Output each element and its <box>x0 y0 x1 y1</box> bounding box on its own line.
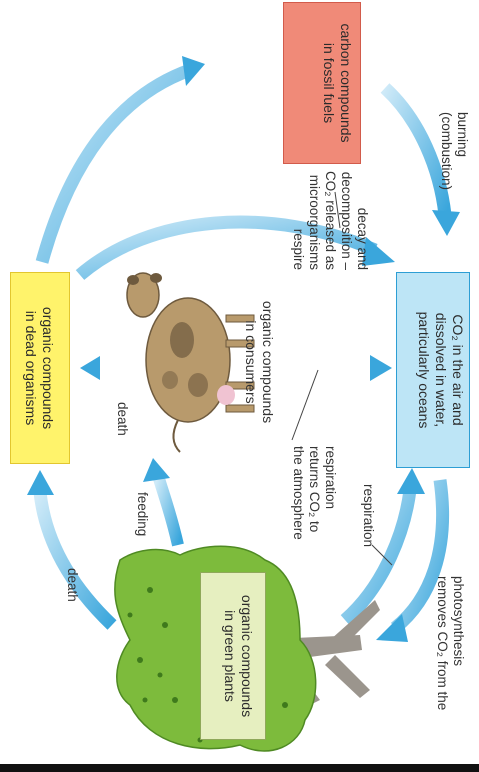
arrow-co2-to-plants <box>376 479 449 642</box>
decay-label: decay and decomposition – CO₂ released a… <box>291 170 370 270</box>
arrow-plants-to-co2 <box>340 468 425 625</box>
fossil-fuels-box <box>283 2 361 164</box>
feeding-label: feeding <box>135 492 150 537</box>
consumers-text: organic compounds in consumers <box>243 300 276 424</box>
arrow-consumers-to-dead <box>80 356 125 380</box>
death-plants-label: death <box>65 568 80 602</box>
bottom-border <box>0 764 479 772</box>
respiration-consumers-label: respiration returns CO₂ to the atmospher… <box>291 446 338 540</box>
co2-box <box>396 272 470 468</box>
dead-organisms-box <box>10 272 70 464</box>
arrow-plants-to-consumers <box>143 458 184 547</box>
respiration-plants-label: respiration <box>361 484 376 548</box>
arrow-dead-to-co2 <box>75 191 395 280</box>
green-plants-box <box>200 572 266 740</box>
arrow-consumers-to-co2 <box>291 355 392 441</box>
dead-organisms-text: organic compounds in dead organisms <box>23 306 56 430</box>
arrow-dead-to-fossil <box>35 56 205 264</box>
co2-text: CO₂ in the air and dissolved in water, p… <box>416 311 466 429</box>
arrow-fossil-to-co2 <box>380 83 460 236</box>
death-consumers-label: death <box>115 402 130 436</box>
arrow-plants-to-dead <box>27 470 117 630</box>
green-plants-text: organic compounds in green plants <box>222 594 255 718</box>
photosynthesis-label: photosynthesis removes CO₂ from the <box>435 576 466 711</box>
burning-label: burning (combustion) <box>439 112 470 191</box>
